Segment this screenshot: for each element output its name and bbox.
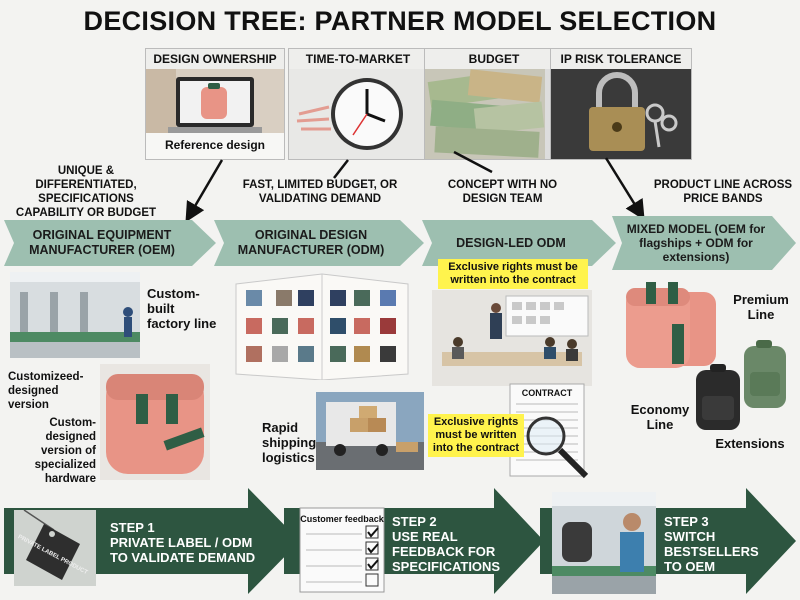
design-team-meeting-image — [432, 290, 592, 386]
catalog-book-image — [232, 270, 412, 381]
laptop-design-icon: Reference design — [146, 69, 284, 159]
page-title: DECISION TREE: PARTNER MODEL SELECTION — [83, 6, 717, 36]
premium-line-label: Premium Line — [733, 292, 789, 322]
step-2-title: STEP 2 — [392, 514, 437, 529]
criterion-budget: BUDGET — [424, 48, 564, 160]
step-2-text: STEP 2 USE REAL FEEDBACK FOR SPECIFICATI… — [392, 514, 512, 574]
criterion-label: IP RISK TOLERANCE — [551, 49, 691, 69]
form-title: Customer feedback — [300, 514, 385, 524]
model-oem: ORIGINAL EQUIPMENT MANUFACTURER (OEM) — [4, 216, 218, 270]
exclusive-rights-note-top: Exclusive rights must be written into th… — [438, 259, 588, 289]
model-label: MIXED MODEL (OEM for flagships + ODM for… — [626, 222, 766, 264]
step-3-title: STEP 3 — [664, 514, 709, 529]
customer-feedback-form-icon: Customer feedback — [298, 506, 386, 594]
extensions-label: Extensions — [715, 436, 785, 451]
factory-line-label: Custom-built factory line — [147, 286, 217, 331]
step-3-text: STEP 3 SWITCH BESTSELLERS TO OEM — [664, 514, 759, 574]
money-stack-icon — [425, 69, 563, 159]
criterion-time-to-market: TIME-TO-MARKET — [288, 48, 428, 160]
condition-design-led: CONCEPT WITH NO DESIGN TEAM — [447, 179, 558, 205]
criterion-design-ownership: DESIGN OWNERSHIP Reference design — [145, 48, 285, 160]
specialized-hardware-label: Custom-designed version of specialized h… — [34, 417, 96, 485]
padlock-icon — [551, 69, 691, 159]
model-label: DESIGN-LED ODM — [456, 235, 566, 250]
custom-cooler-bag-image — [100, 364, 210, 480]
extension-backpack-image — [738, 340, 792, 410]
step-3-desc: SWITCH BESTSELLERS TO OEM — [664, 529, 759, 574]
exclusive-rights-note-bottom: Exclusive rights must be written into th… — [428, 414, 524, 457]
model-odm: ORIGINAL DESIGN MANUFACTURER (ODM) — [214, 216, 426, 270]
clock-icon — [289, 69, 427, 159]
condition-mixed: PRODUCT LINE ACROSS PRICE BANDS — [653, 179, 793, 205]
condition-odm: FAST, LIMITED BUDGET, OR VALIDATING DEMA… — [242, 179, 398, 205]
model-label: ORIGINAL DESIGN MANUFACTURER (ODM) — [237, 228, 385, 257]
factory-worker-image — [552, 492, 656, 594]
contract-title: CONTRACT — [522, 388, 573, 398]
contract-document-image: CONTRACT — [506, 382, 592, 480]
customized-version-label: Customizeed-designed version — [8, 371, 84, 411]
private-label-tag-icon: PRIVATE LABEL PRODUCT — [14, 509, 96, 586]
model-mixed: MIXED MODEL (OEM for flagships + ODM for… — [612, 212, 798, 274]
shipping-truck-image — [316, 392, 424, 470]
economy-line-label: Economy Line — [630, 402, 690, 432]
step-1-text: STEP 1 PRIVATE LABEL / ODM TO VALIDATE D… — [110, 520, 260, 565]
criterion-label: TIME-TO-MARKET — [289, 49, 427, 69]
economy-backpack-image — [690, 362, 746, 432]
criterion-label: DESIGN OWNERSHIP — [146, 49, 284, 69]
criterion-label: BUDGET — [425, 49, 563, 69]
factory-line-image — [10, 272, 140, 358]
model-label: ORIGINAL EQUIPMENT MANUFACTURER (OEM) — [29, 228, 175, 257]
shipping-label: Rapid shipping logistics — [262, 420, 317, 465]
step-1-desc: PRIVATE LABEL / ODM TO VALIDATE DEMAND — [110, 535, 256, 565]
criterion-caption: Reference design — [165, 138, 265, 152]
step-2-desc: USE REAL FEEDBACK FOR SPECIFICATIONS — [392, 529, 501, 574]
model-design-led: DESIGN-LED ODM — [422, 216, 618, 270]
criterion-ip-risk: IP RISK TOLERANCE — [550, 48, 692, 160]
premium-cooler-bags-image — [622, 278, 726, 372]
step-1-title: STEP 1 — [110, 520, 155, 535]
condition-oem: UNIQUE & DIFFERENTIATED, SPECIFICATIONS … — [15, 165, 157, 219]
